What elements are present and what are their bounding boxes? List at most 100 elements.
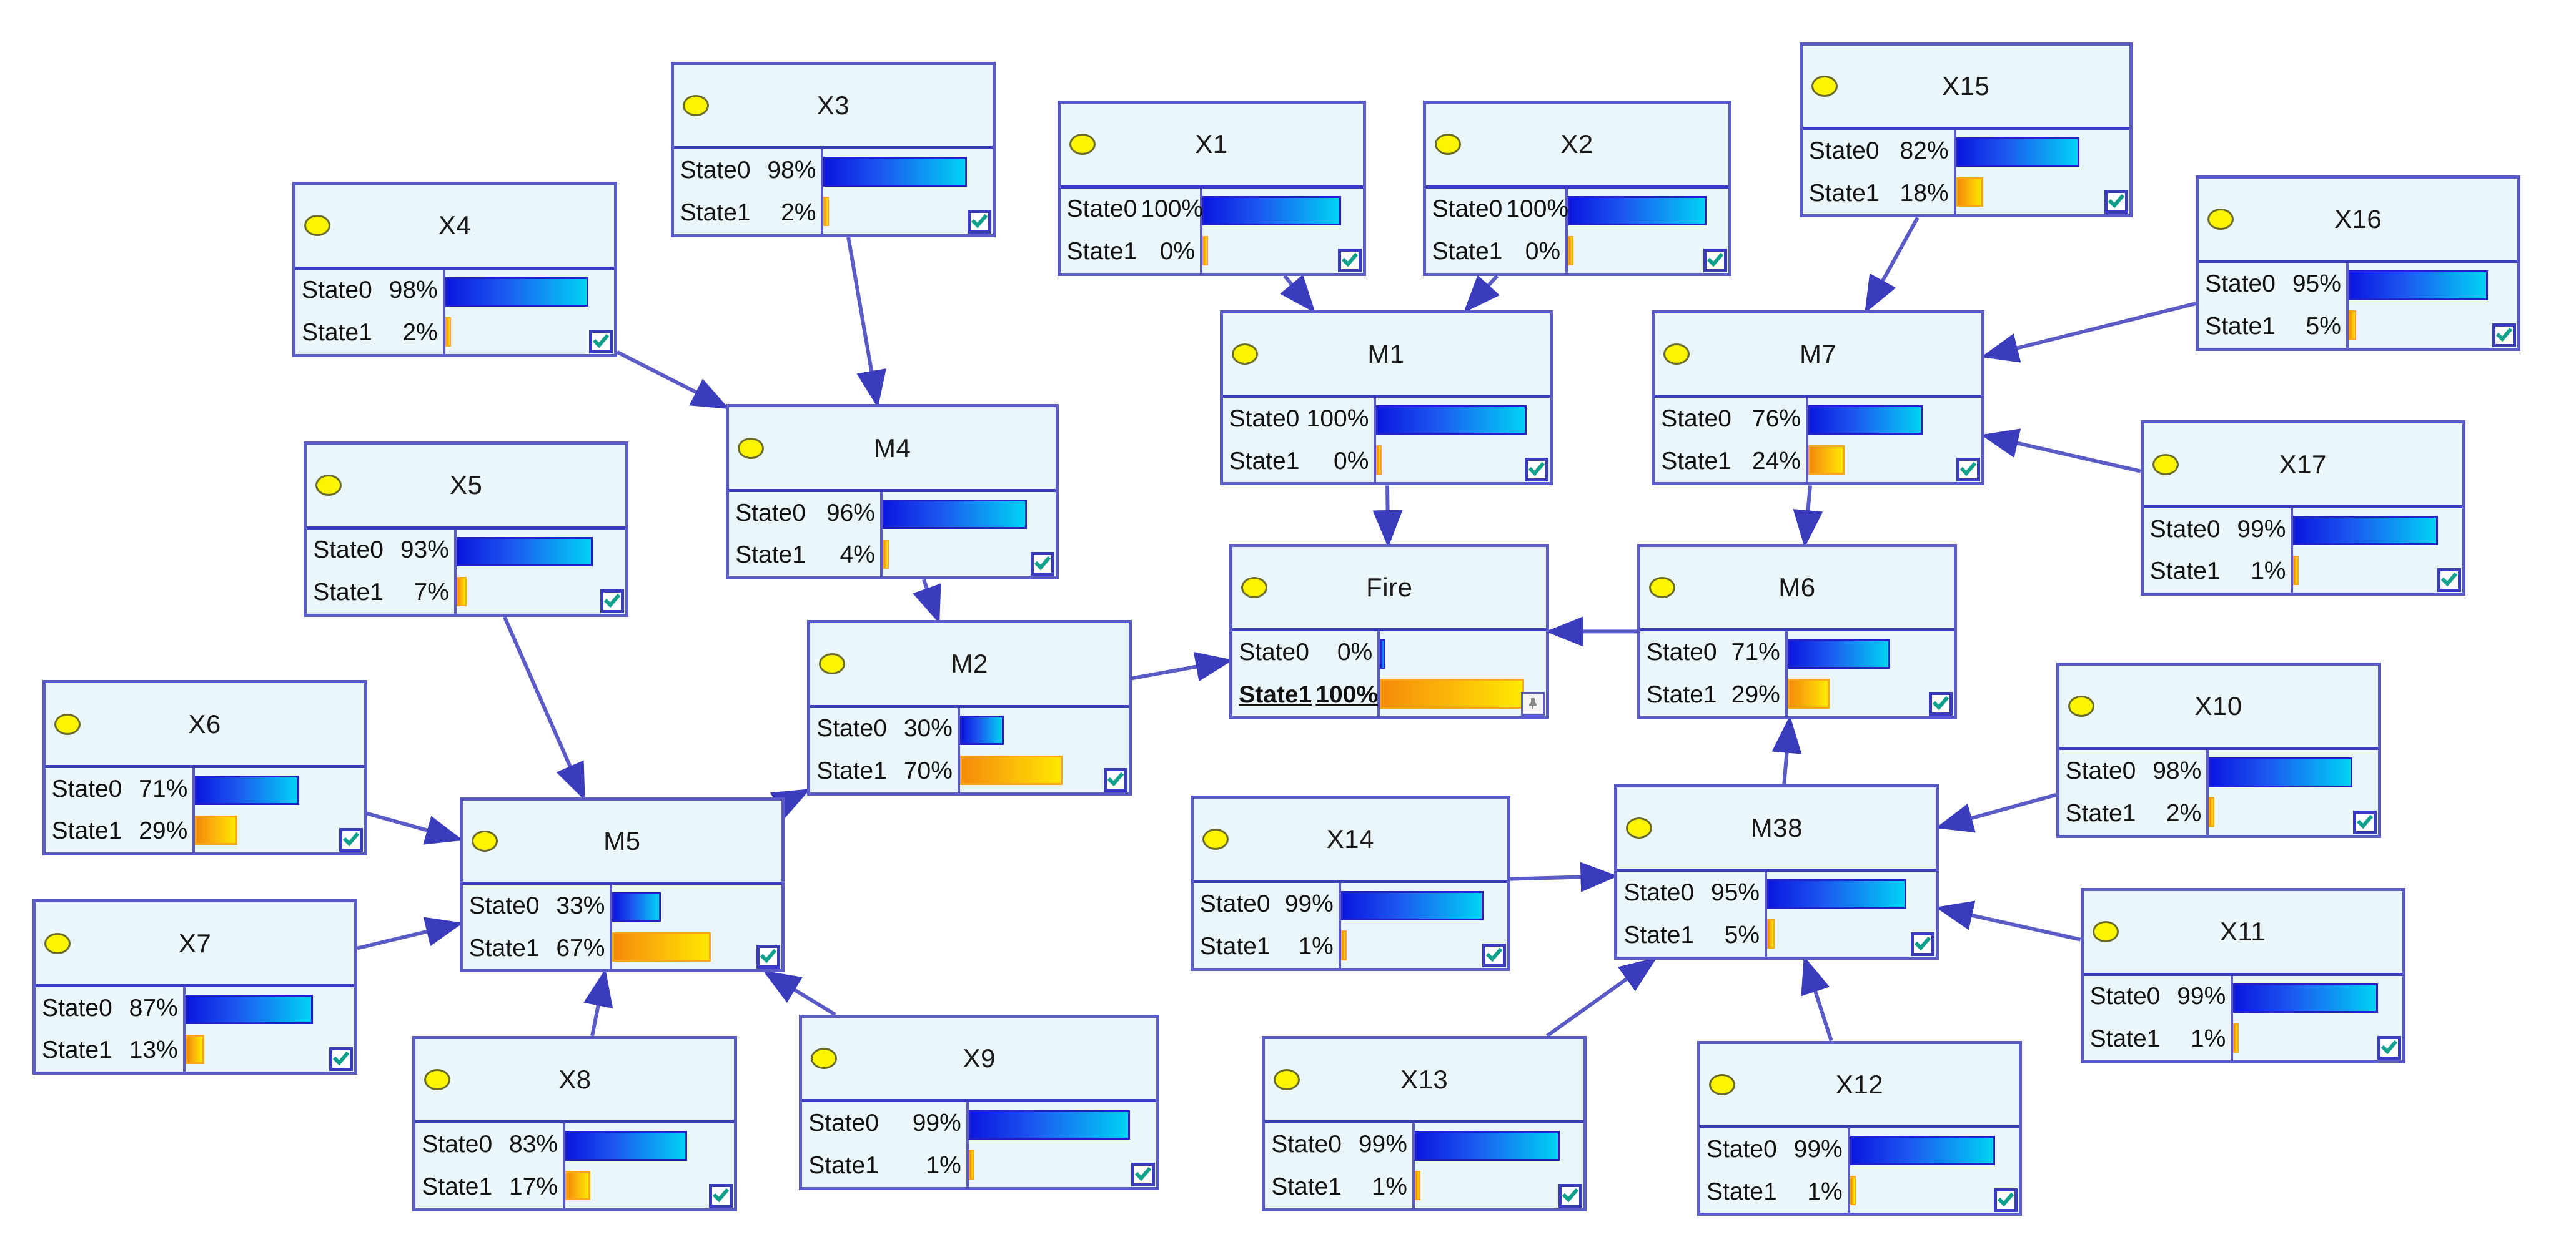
node-checkbox-icon[interactable]	[2377, 1035, 2401, 1060]
bar-row-1	[2293, 550, 2459, 590]
state-percent-0: 98%	[389, 277, 438, 304]
node-checkbox-icon[interactable]	[1131, 1162, 1156, 1186]
node-checkbox-icon[interactable]	[1703, 248, 1727, 272]
edge-x13-to-m38	[1546, 957, 1657, 1038]
node-checkbox-icon[interactable]	[1524, 458, 1548, 482]
node-header: X9	[802, 1018, 1157, 1103]
node-header: M6	[1640, 547, 1954, 632]
node-checkbox-icon[interactable]	[1337, 248, 1362, 272]
bar-row-0	[882, 495, 1053, 535]
node-status-ellipse-icon	[1709, 1073, 1735, 1095]
state-name-1: State1	[1432, 238, 1503, 265]
node-checkbox-icon[interactable]	[2437, 568, 2461, 593]
node-checkbox-icon[interactable]	[709, 1183, 733, 1208]
bar-row-1	[1956, 172, 2127, 212]
node-header: M5	[462, 800, 781, 885]
node-status-ellipse-icon	[1434, 134, 1461, 155]
node-checkbox-icon[interactable]	[2352, 810, 2377, 834]
node-status-ellipse-icon	[1231, 343, 1258, 365]
node-checkbox-icon[interactable]	[1956, 458, 1981, 482]
bar-row-1	[1340, 925, 1505, 965]
node-status-ellipse-icon	[1202, 829, 1229, 850]
node-status-ellipse-icon	[811, 1048, 838, 1070]
node-checkbox-icon[interactable]	[2104, 190, 2128, 214]
edge-x7-to-m5	[357, 917, 463, 950]
evidence-pin-icon[interactable]	[1521, 691, 1545, 716]
node-header: X8	[415, 1038, 735, 1124]
state1-bar	[1380, 679, 1524, 709]
bar-row-0	[1787, 634, 1951, 674]
state-bar-column	[612, 885, 781, 969]
state-bar-column	[1787, 631, 1954, 716]
node-checkbox-icon[interactable]	[600, 589, 625, 613]
bar-row-1	[1414, 1166, 1581, 1206]
node-checkbox-icon[interactable]	[1558, 1183, 1583, 1208]
node-header: X13	[1265, 1038, 1584, 1124]
state1-bar	[456, 576, 467, 606]
state-row-0: State0 98%	[295, 270, 443, 312]
state-name-1: State1	[1239, 681, 1312, 708]
state-name-0: State0	[1066, 195, 1137, 223]
state-bar-column	[1850, 1128, 2019, 1213]
state1-bar	[1956, 177, 1983, 207]
node-checkbox-icon[interactable]	[1031, 552, 1055, 576]
bar-row-1	[2209, 792, 2375, 832]
state-percent-0: 96%	[826, 499, 875, 526]
state0-bar	[1850, 1136, 1995, 1166]
node-checkbox-icon[interactable]	[756, 945, 780, 969]
node-checkbox-icon[interactable]	[589, 329, 613, 353]
state-percent-0: 95%	[1711, 879, 1760, 907]
node-header: X4	[295, 185, 614, 270]
state0-bar	[1202, 195, 1342, 225]
state-name-0: State0	[302, 277, 372, 304]
node-checkbox-icon[interactable]	[1482, 943, 1506, 967]
node-checkbox-icon[interactable]	[1911, 932, 1935, 956]
node-status-ellipse-icon	[424, 1068, 451, 1090]
state-bar-column	[1376, 398, 1549, 482]
edge-x10-to-m38	[1935, 792, 2057, 833]
node-checkbox-icon[interactable]	[2492, 323, 2517, 347]
node-checkbox-icon[interactable]	[967, 209, 991, 234]
node-checkbox-icon[interactable]	[1928, 691, 1953, 716]
node-checkbox-icon[interactable]	[1104, 767, 1128, 792]
node-checkbox-icon[interactable]	[339, 828, 363, 852]
node-header: X16	[2199, 178, 2518, 264]
node-checkbox-icon[interactable]	[1994, 1188, 2018, 1213]
state-percent-0: 30%	[903, 715, 953, 742]
state-percent-1: 29%	[139, 817, 188, 845]
node-checkbox-icon[interactable]	[329, 1047, 353, 1072]
node-title: X3	[816, 90, 850, 120]
